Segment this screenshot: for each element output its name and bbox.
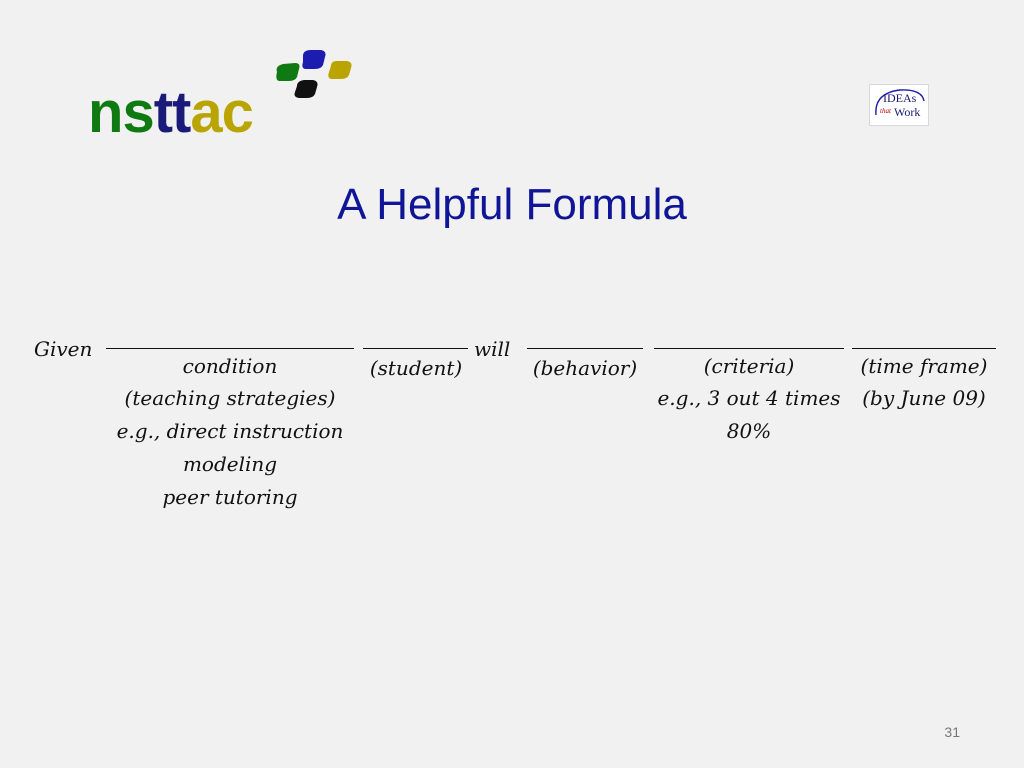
time-frame-detail: (by June 09) (862, 386, 986, 410)
logo-letter: t (153, 80, 173, 145)
page-number: 31 (944, 724, 960, 740)
logo-letter: t (172, 80, 191, 145)
condition-detail: peer tutoring (162, 485, 298, 509)
logo-letter: s (122, 80, 154, 145)
slide-title: A Helpful Formula (337, 180, 687, 229)
ideas-that-work-logo: IDEAs that Work (869, 84, 929, 126)
condition-blank-line (106, 348, 354, 349)
nsttac-wordmark: nsttac (88, 80, 254, 145)
criteria-detail: e.g., 3 out 4 times (657, 386, 841, 410)
formula-given: Given (34, 337, 93, 361)
ideas-logo-line2: that (880, 107, 891, 115)
ideas-logo-line1: IDEAs (883, 91, 917, 105)
logo-diamond-marks-icon (276, 50, 352, 98)
formula-will: will (474, 337, 511, 361)
nsttac-logo: nsttac (88, 48, 358, 144)
ideas-logo-swoosh-icon (875, 89, 925, 116)
criteria-blank-line (654, 348, 844, 349)
condition-detail: (teaching strategies) (124, 386, 336, 410)
ideas-logo-line3: Work (894, 105, 921, 119)
logo-letter: n (88, 80, 123, 145)
formula-criteria: (criteria) (703, 354, 795, 378)
time-frame-blank-line (852, 348, 996, 349)
logo-letter: a (190, 80, 222, 145)
criteria-detail: 80% (726, 419, 772, 443)
condition-detail: modeling (182, 452, 278, 476)
condition-detail: e.g., direct instruction (116, 419, 344, 443)
formula-time-frame: (time frame) (860, 354, 988, 378)
behavior-blank-line (527, 348, 643, 349)
student-blank-line (363, 348, 468, 349)
formula-student: (student) (369, 356, 463, 380)
formula-behavior: (behavior) (532, 356, 638, 380)
logo-letter: c (221, 80, 254, 145)
formula-condition: condition (182, 354, 278, 378)
